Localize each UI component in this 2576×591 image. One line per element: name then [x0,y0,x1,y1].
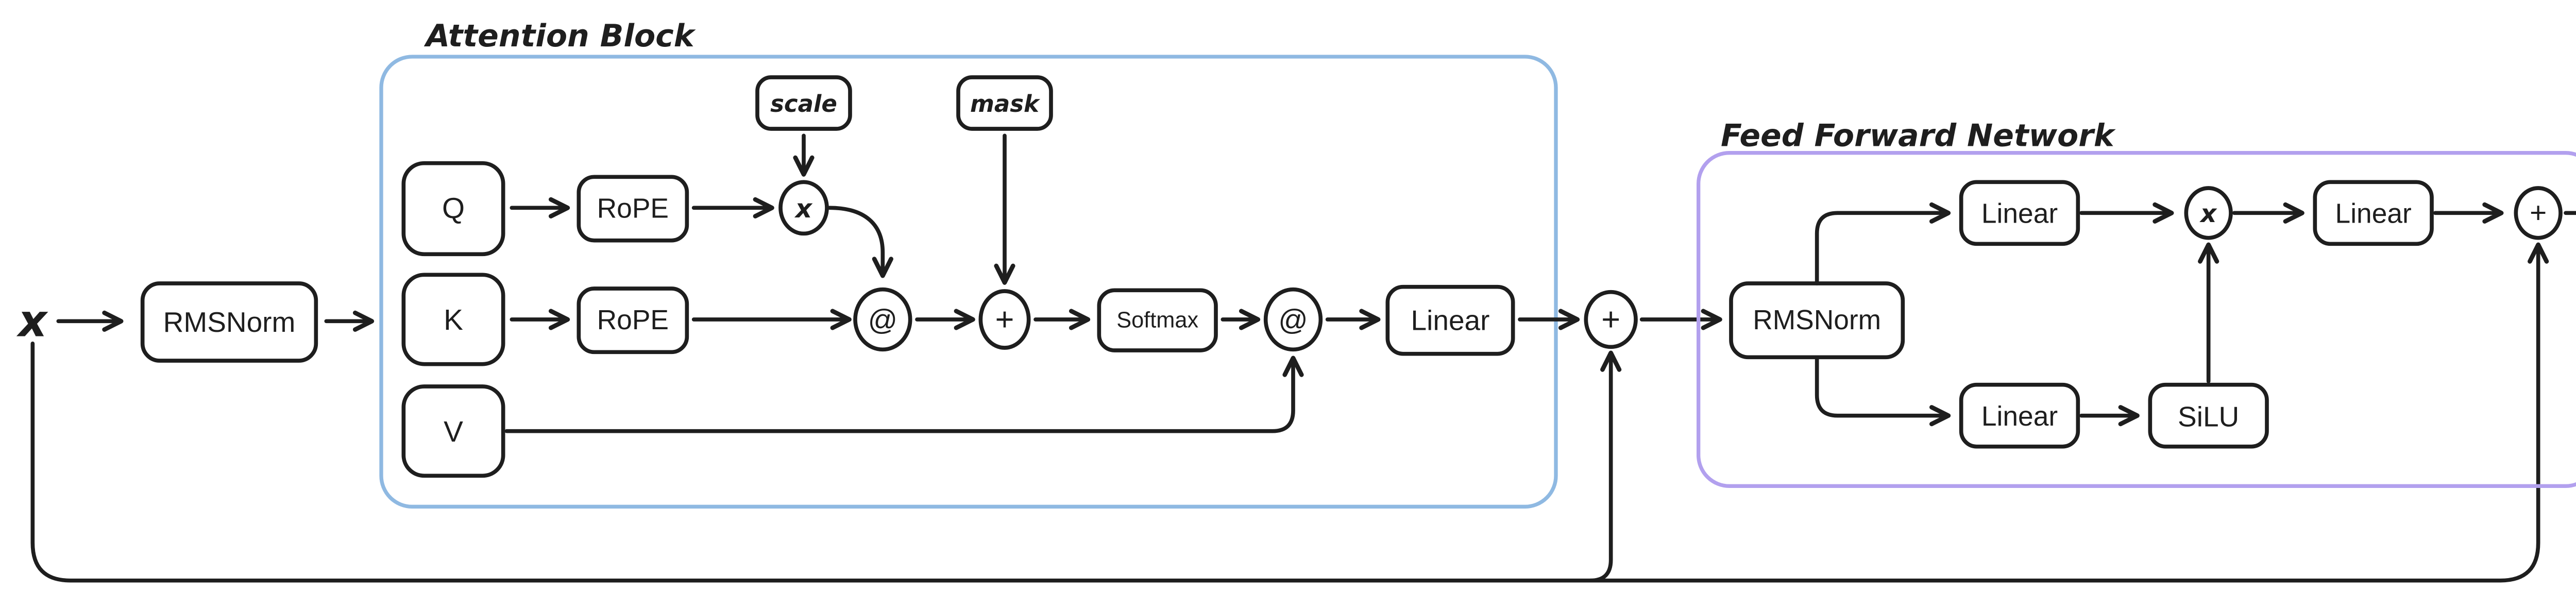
branch-rmsnorm-to-gate-linear [1815,355,1951,427]
ffn-out-linear-box [2313,180,2434,246]
ffn-gate-multiply-node [2184,186,2233,240]
residual-riser-to-attn-add [1588,350,1622,583]
k-box [401,273,505,366]
ffn-residual-add-label: + [2530,197,2547,229]
rope-k-box [577,286,689,354]
ffn-frame [1697,151,2576,488]
ffn-gate-linear-label: Linear [1981,401,2058,432]
rope-q-box [577,175,689,243]
input-label: x [16,295,48,347]
attn-out-linear-box [1385,284,1515,356]
softmax-label: Softmax [1116,308,1198,333]
scale-multiply-node [778,180,829,236]
q-box [401,161,505,257]
mask-add-label: + [995,301,1014,337]
rmsnorm-box [140,281,318,363]
v-box [401,384,505,478]
ffn-up-linear-box [1959,180,2080,246]
attn-out-linear-label: Linear [1411,305,1490,336]
attention-block-title: Attention Block [424,18,696,54]
attn-residual-add-label: + [1601,301,1620,337]
rmsnorm-label: RMSNorm [163,306,296,338]
rope-q-label: RoPE [597,194,669,224]
q-label: Q [442,193,465,225]
ffn-up-linear-label: Linear [1981,199,2058,229]
residual-line-x-to-ffn-add [30,242,2549,583]
k-label: K [444,304,463,336]
silu-box [2148,382,2269,449]
softmax-box [1097,288,1218,352]
scale-multiply-label: x [794,194,813,224]
ffn-residual-add-node [2514,186,2563,240]
ffn-title: Feed Forward Network [1721,117,2116,154]
branch-rmsnorm-to-up-linear [1815,202,1951,285]
mask-add-node [978,289,1031,350]
scale-box [755,75,852,131]
attn-residual-add-node [1584,290,1638,349]
qk-matmul-node [853,287,912,352]
qk-matmul-label: @ [868,304,898,336]
rope-k-label: RoPE [597,305,669,335]
ffn-gate-multiply-label: x [2199,199,2217,228]
ffn-gate-linear-box [1959,382,2080,449]
scale-label: scale [770,90,837,117]
v-matmul-node [1263,287,1323,352]
v-matmul-label: @ [1278,304,1308,336]
ffn-out-linear-label: Linear [2335,199,2412,229]
ffn-rmsnorm-label: RMSNorm [1753,305,1881,335]
v-label: V [444,416,463,448]
silu-label: SiLU [2178,400,2239,432]
attention-block-frame [379,55,1558,509]
mask-box [956,75,1053,131]
curve-scale-mul-to-matmul [827,206,893,278]
mask-label: mask [970,90,1041,117]
line-v-to-matmul [504,356,1304,433]
